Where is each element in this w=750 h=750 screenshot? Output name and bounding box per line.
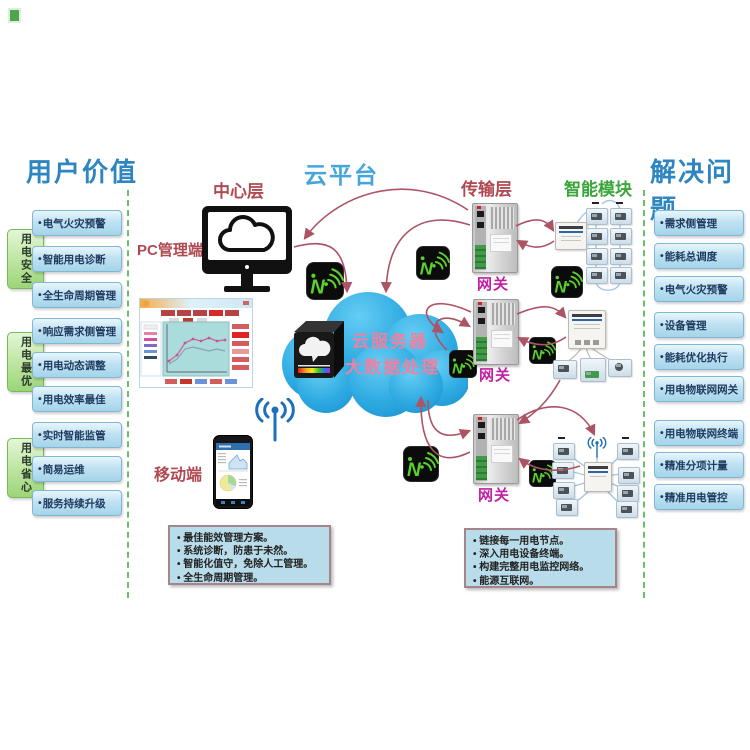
right-item: 需求侧管理 [654, 210, 744, 236]
smart-socket-tile [616, 501, 638, 518]
wire-stub [592, 202, 599, 204]
gateway-label: 网关 [479, 367, 512, 384]
smart-socket-tile [553, 443, 575, 460]
pc-client-label: PC管理端 [137, 242, 203, 259]
energy-meter-device [568, 310, 606, 349]
left-item: 智能用电诊断 [32, 246, 122, 272]
mobile-phone-icon [213, 435, 253, 509]
smart-socket-tile [553, 482, 575, 499]
left-item: 服务持续升级 [32, 490, 122, 516]
gateway-device [472, 203, 518, 273]
wire-stub [622, 437, 629, 439]
cloud-server-icon [294, 321, 344, 378]
gateway-label: 网关 [478, 487, 511, 504]
mobile-client-label: 移动端 [154, 467, 203, 484]
smart-module-tile [610, 228, 632, 245]
smart-socket-tile [552, 462, 574, 479]
smart-socket-tile [556, 499, 578, 516]
wire-stub [558, 437, 565, 439]
left-item: 简易运维 [32, 456, 122, 482]
smart-module-tile [586, 267, 608, 284]
nfc-wireless-icon [416, 246, 450, 280]
transport-layer-label: 传输层 [461, 180, 512, 199]
right-item: 用电物联网网关 [654, 376, 744, 402]
wifi-antenna-icon-small [586, 436, 608, 459]
right-item: 能耗总调度 [654, 243, 744, 269]
right-divider [643, 190, 645, 598]
wifi-antenna-icon [252, 397, 298, 444]
cloud-server-line1: 云服务器 [352, 332, 428, 351]
hub-meter-device [584, 462, 612, 492]
smart-module-label: 智能模块 [564, 180, 632, 199]
nfc-wireless-icon [551, 266, 583, 298]
smart-socket-tile [618, 467, 640, 484]
nfc-wireless-icon [529, 337, 556, 364]
smart-module-tile [586, 208, 608, 225]
cloud-platform-title: 云平台 [304, 162, 379, 188]
right-item: 设备管理 [654, 312, 744, 338]
smart-module-tile [586, 228, 608, 245]
energy-meter-device [555, 222, 587, 250]
nfc-wireless-icon [403, 446, 439, 482]
cloud-server-line2: 大数据处理 [345, 358, 440, 377]
center-layer-label: 中心层 [213, 182, 264, 201]
terminal-device-tile [553, 360, 577, 379]
left-item: 响应需求侧管理 [32, 318, 122, 344]
smart-module-tile [610, 248, 632, 265]
pc-monitor-icon [202, 206, 292, 294]
gateway-label: 网关 [477, 276, 510, 293]
left-item: 全生命周期管理 [32, 282, 122, 308]
left-divider [127, 190, 129, 598]
right-item: 能耗优化执行 [654, 344, 744, 370]
gateway-device [473, 414, 519, 484]
smart-module-tile [610, 208, 632, 225]
right-item: 电气火灾预警 [654, 276, 744, 302]
left-item: 电气火灾预警 [32, 210, 122, 236]
right-panel-title: 解决问题 [650, 157, 735, 224]
monitor-cloud-glyph [218, 215, 275, 252]
terminal-device-tile [580, 358, 606, 382]
gateway-device [473, 299, 519, 365]
wire-stub [616, 202, 623, 204]
summary-note-left: 最佳能效管理方案。 系统诊断，防患于未然。 智能化值守，免除人工管理。 全生命周… [168, 525, 331, 585]
dashboard-screenshot [139, 298, 253, 388]
smart-socket-tile [617, 443, 639, 460]
left-item: 实时智能监管 [32, 422, 122, 448]
terminal-device-tile [608, 359, 632, 377]
smart-socket-tile [617, 485, 639, 502]
left-item: 用电动态调整 [32, 352, 122, 378]
right-item: 用电物联网终端 [654, 420, 744, 446]
smart-module-tile [610, 267, 632, 284]
nfc-wireless-icon: N [306, 262, 344, 300]
right-item: 精准分项计量 [654, 452, 744, 478]
left-item: 用电效率最佳 [32, 386, 122, 412]
right-item: 精准用电管控 [654, 484, 744, 510]
smart-module-tile [586, 248, 608, 265]
summary-note-right: 链接每一用电节点。 深入用电设备终端。 构建完整用电监控网络。 能源互联网。 [464, 528, 617, 588]
watermark-icon [8, 8, 21, 23]
left-panel-title: 用户价值 [26, 157, 139, 187]
svg-text:N: N [310, 277, 325, 299]
